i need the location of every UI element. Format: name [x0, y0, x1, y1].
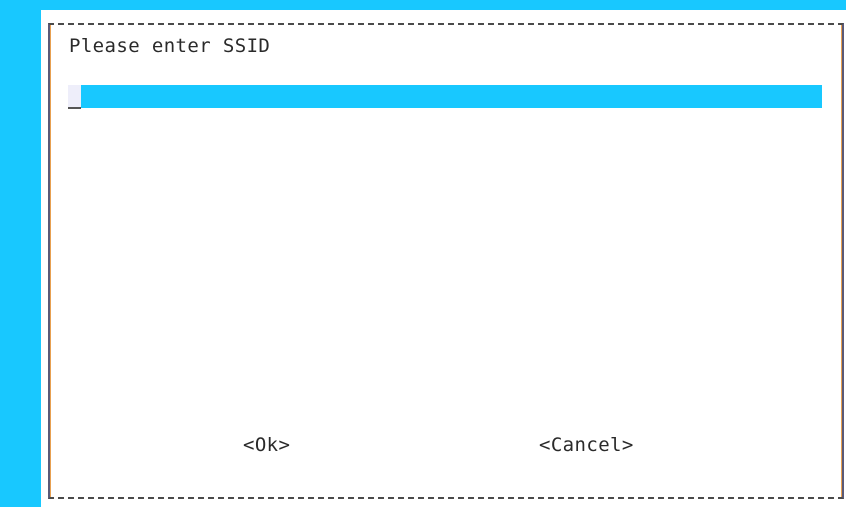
cancel-button[interactable]: <Cancel>: [539, 434, 634, 456]
ssid-input[interactable]: [81, 85, 822, 108]
ok-button[interactable]: <Ok>: [243, 434, 291, 456]
dialog-title: Please enter SSID: [69, 35, 271, 57]
cursor-underline: [68, 107, 81, 109]
text-cursor: [68, 85, 81, 108]
